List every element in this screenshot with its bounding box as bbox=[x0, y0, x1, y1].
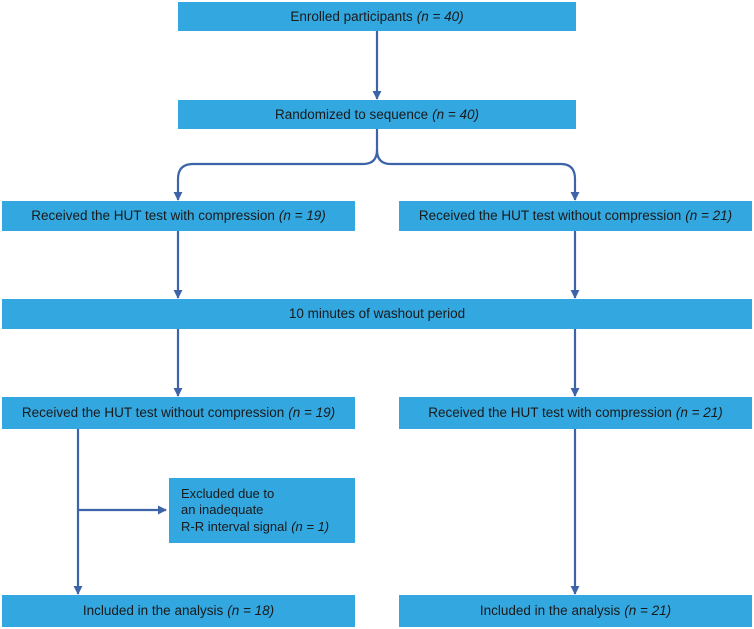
left-second-test-count: (n = 19) bbox=[288, 405, 336, 421]
excluded-line-1: Excluded due to bbox=[181, 485, 275, 501]
left-included-box: Included in the analysis (n = 18) bbox=[2, 595, 355, 627]
randomized-label: Randomized to sequence bbox=[274, 106, 429, 122]
right-second-test-box: Received the HUT test with compression (… bbox=[399, 397, 752, 429]
excluded-count: (n = 1) bbox=[291, 518, 330, 534]
randomized-box: Randomized to sequence (n = 40) bbox=[178, 100, 576, 129]
left-included-count: (n = 18) bbox=[227, 603, 275, 619]
left-first-test-box: Received the HUT test with compression (… bbox=[2, 201, 355, 231]
right-included-count: (n = 21) bbox=[624, 603, 672, 619]
right-first-test-count: (n = 21) bbox=[685, 208, 733, 224]
enrolled-box: Enrolled participants (n = 40) bbox=[178, 2, 576, 31]
left-second-test-label: Received the HUT test without compressio… bbox=[21, 405, 285, 421]
excluded-line-2: an inadequate bbox=[181, 502, 264, 518]
right-first-test-box: Received the HUT test without compressio… bbox=[399, 201, 752, 231]
right-second-test-label: Received the HUT test with compression bbox=[428, 405, 672, 421]
enrolled-label: Enrolled participants bbox=[290, 8, 413, 24]
excluded-box: Excluded due to an inadequate R-R interv… bbox=[169, 478, 355, 543]
right-second-test-count: (n = 21) bbox=[675, 405, 723, 421]
left-first-test-label: Received the HUT test with compression bbox=[31, 208, 275, 224]
right-included-box: Included in the analysis (n = 21) bbox=[399, 595, 752, 627]
randomized-count: (n = 40) bbox=[432, 106, 479, 122]
washout-box: 10 minutes of washout period bbox=[2, 299, 752, 329]
washout-label: 10 minutes of washout period bbox=[288, 306, 466, 322]
excluded-line-3: R-R interval signal bbox=[181, 518, 288, 534]
branch-split-connector bbox=[173, 129, 379, 201]
left-included-label: Included in the analysis bbox=[82, 603, 224, 619]
branch-split-connector-right bbox=[375, 149, 580, 201]
enrolled-count: (n = 40) bbox=[416, 8, 464, 24]
right-included-label: Included in the analysis bbox=[479, 603, 621, 619]
left-second-test-box: Received the HUT test without compressio… bbox=[2, 397, 355, 429]
left-first-test-count: (n = 19) bbox=[278, 208, 326, 224]
right-first-test-label: Received the HUT test without compressio… bbox=[418, 208, 682, 224]
